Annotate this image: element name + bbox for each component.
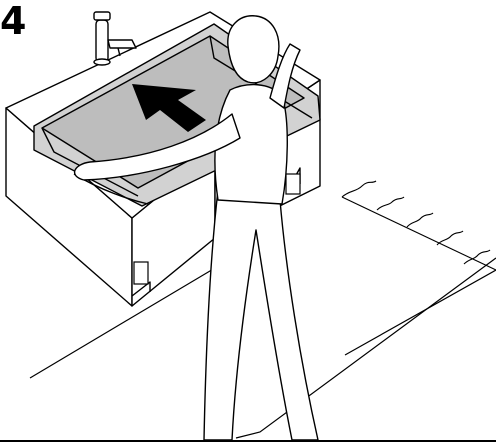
direction-arrow	[132, 84, 206, 132]
floor-heating-marks	[341, 180, 496, 271]
step-number: 4	[0, 0, 27, 43]
cabinet-details	[133, 173, 301, 285]
floor	[29, 257, 496, 439]
person-figure	[73, 15, 319, 441]
faucet-icon	[93, 11, 137, 66]
